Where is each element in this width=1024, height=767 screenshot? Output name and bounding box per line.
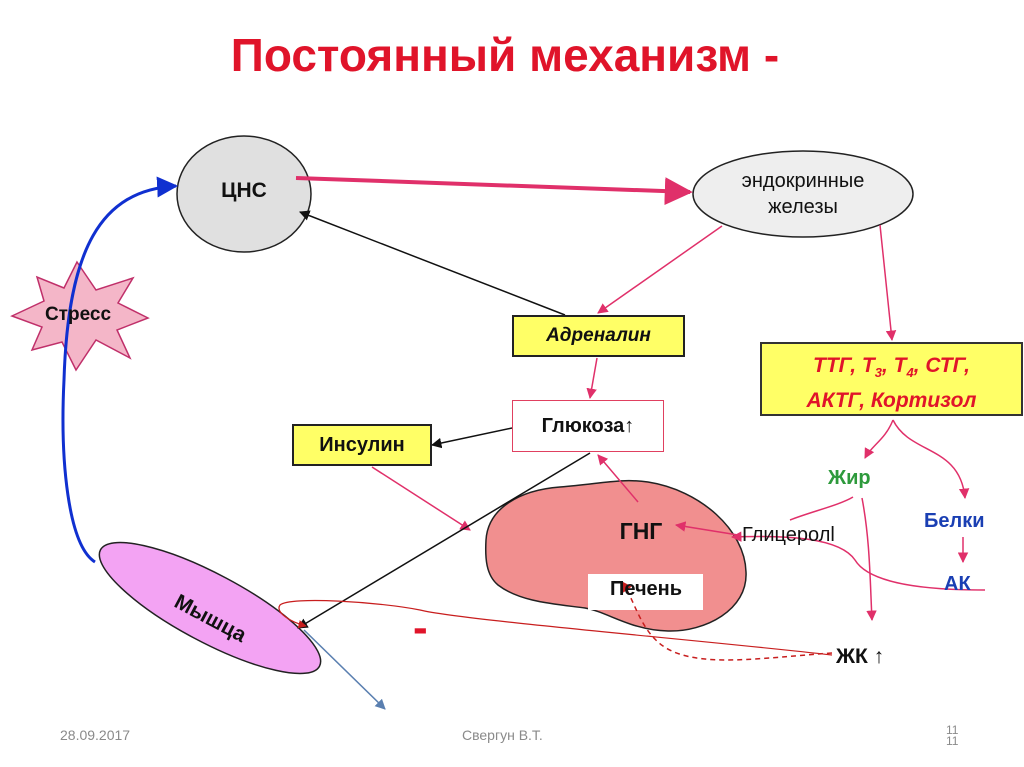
endocrine-label-line1: эндокринные bbox=[741, 170, 865, 192]
cns-label: ЦНС bbox=[221, 179, 267, 202]
gng-to-glucose-arrow bbox=[597, 454, 639, 503]
glycerol-label: Глицеролl bbox=[742, 524, 835, 546]
hormones-box: ТТГ, Т3, Т4, СТГ, АКТГ, Кортизол bbox=[760, 342, 1023, 416]
fat-label: Жир bbox=[828, 467, 871, 489]
ak-to-gng-arrow bbox=[730, 531, 986, 591]
insulin-box: Инсулин bbox=[292, 424, 432, 466]
fat-to-fa-arrow bbox=[861, 497, 877, 622]
fa-to-muscle-arrow bbox=[278, 599, 833, 656]
hormones-sub-4: 4 bbox=[906, 365, 914, 381]
endocrine-label-line2: железы bbox=[768, 196, 838, 218]
hormones-t: , Т bbox=[881, 354, 907, 377]
footer-date: 28.09.2017 bbox=[60, 727, 131, 743]
liver-label: Печень bbox=[609, 578, 683, 600]
hormones-sub-3: 3 bbox=[874, 365, 882, 381]
slide-title: Постоянный механизм - bbox=[230, 29, 780, 81]
glucose-to-muscle-arrow bbox=[297, 452, 591, 629]
glucose-box: Глюкоза↑ bbox=[512, 400, 664, 452]
hormones-ttg-t: ТТГ, Т bbox=[813, 354, 875, 377]
ak-label: АК bbox=[944, 573, 971, 595]
footer-page-top: 11 bbox=[946, 723, 959, 737]
footer-author: Свергун В.Т. bbox=[462, 727, 543, 743]
hormones-to-proteins-arrow bbox=[892, 419, 970, 500]
minus-sign: - bbox=[413, 603, 428, 652]
adrenaline-to-cns-arrow bbox=[299, 210, 566, 316]
hormones-to-fat-arrow bbox=[864, 419, 894, 459]
muscle-stress-cns-blue-arrow bbox=[61, 176, 179, 564]
stress-label: Стресс bbox=[44, 304, 112, 325]
adrenaline-box: Адреналин bbox=[512, 315, 685, 357]
muscle-node bbox=[98, 541, 322, 675]
endocrine-node bbox=[692, 150, 914, 238]
stress-starburst bbox=[10, 260, 150, 372]
muscle-outflow-arrow bbox=[303, 629, 386, 710]
footer-page-bottom: 11 bbox=[946, 734, 959, 748]
hormones-line2: АКТГ, Кортизол bbox=[806, 389, 977, 413]
fat-to-glycerol-arrow bbox=[789, 496, 854, 521]
fa-label: ЖК ↑ bbox=[836, 645, 885, 668]
insulin-to-liver-arrow bbox=[371, 466, 471, 531]
glucose-to-insulin-arrow bbox=[430, 427, 513, 449]
footer-page-number: 11 11 bbox=[946, 723, 959, 748]
adrenaline-to-glucose-arrow bbox=[586, 357, 598, 400]
cns-to-endocrine-arrow bbox=[295, 176, 693, 206]
hormones-line1: ТТГ, Т3, Т4, СТГ, bbox=[762, 352, 1021, 387]
endocrine-to-adrenaline-arrow bbox=[597, 225, 723, 314]
gng-label: ГНГ bbox=[619, 518, 663, 544]
liver-label-bg bbox=[588, 574, 703, 610]
endocrine-to-hormones-arrow bbox=[879, 224, 897, 342]
endocrine-label: эндокринные железы bbox=[703, 168, 903, 220]
proteins-label: Белки bbox=[924, 510, 985, 532]
glycerol-to-gng-arrow bbox=[674, 521, 739, 536]
hormones-stg: , СТГ, bbox=[913, 354, 970, 377]
